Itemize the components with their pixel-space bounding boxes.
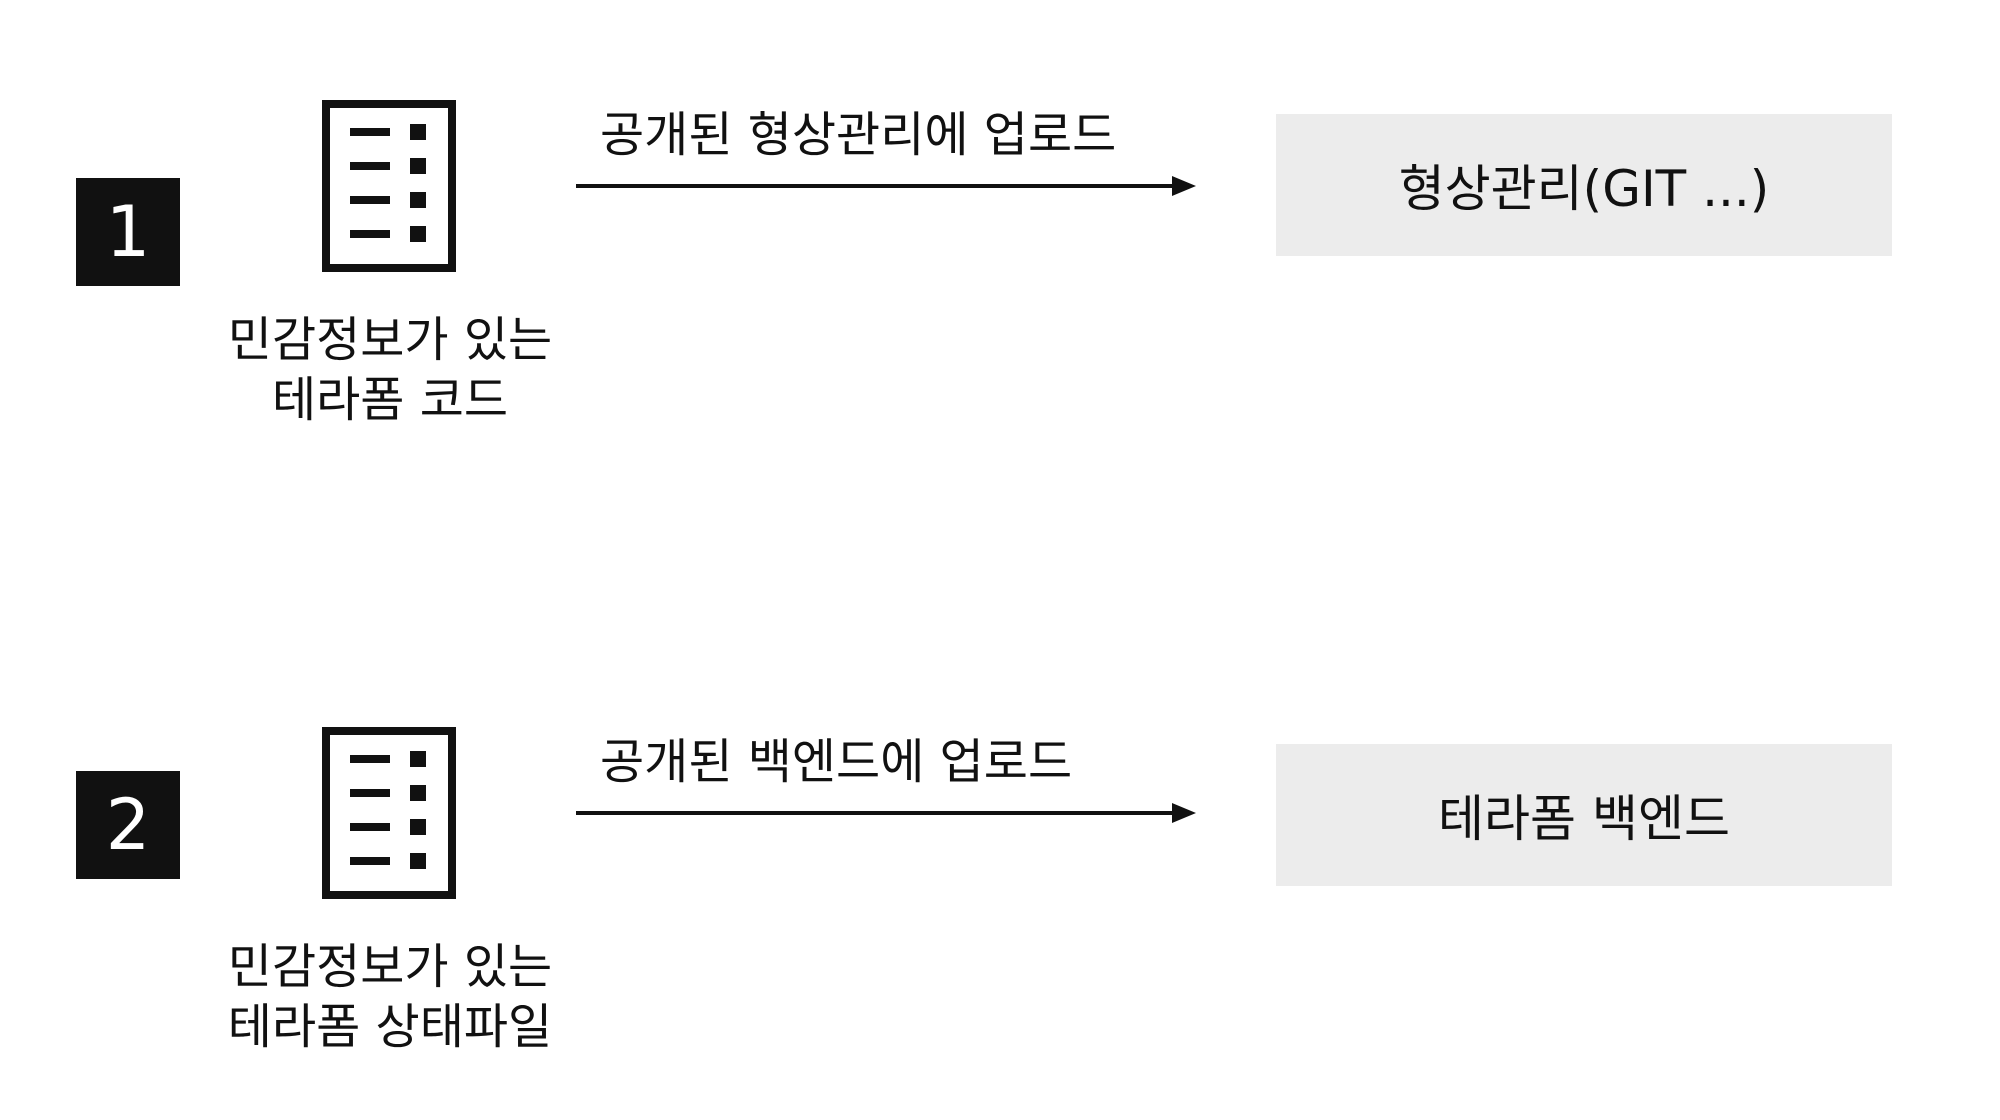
source-label-line-1: 민감정보가 있는	[227, 312, 553, 368]
right-arrow-icon	[576, 174, 1196, 198]
arrow-label: 공개된 백엔드에 업로드	[600, 734, 1073, 790]
source-label-line-2: 테라폼 상태파일	[227, 999, 553, 1055]
source-label-line-2: 테라폼 코드	[271, 372, 509, 428]
arrow-label: 공개된 형상관리에 업로드	[600, 107, 1117, 163]
source-label-line-1: 민감정보가 있는	[227, 939, 553, 995]
target-box: 형상관리(GIT ...)	[1276, 114, 1892, 256]
step-number-badge: 2	[76, 771, 180, 879]
document-list-icon	[322, 100, 456, 272]
right-arrow-icon	[576, 801, 1196, 825]
document-list-icon	[322, 727, 456, 899]
target-box: 테라폼 백엔드	[1276, 744, 1892, 886]
step-number-badge: 1	[76, 178, 180, 286]
source-label: 민감정보가 있는 테라폼 코드	[190, 310, 590, 430]
source-label: 민감정보가 있는 테라폼 상태파일	[190, 937, 590, 1057]
